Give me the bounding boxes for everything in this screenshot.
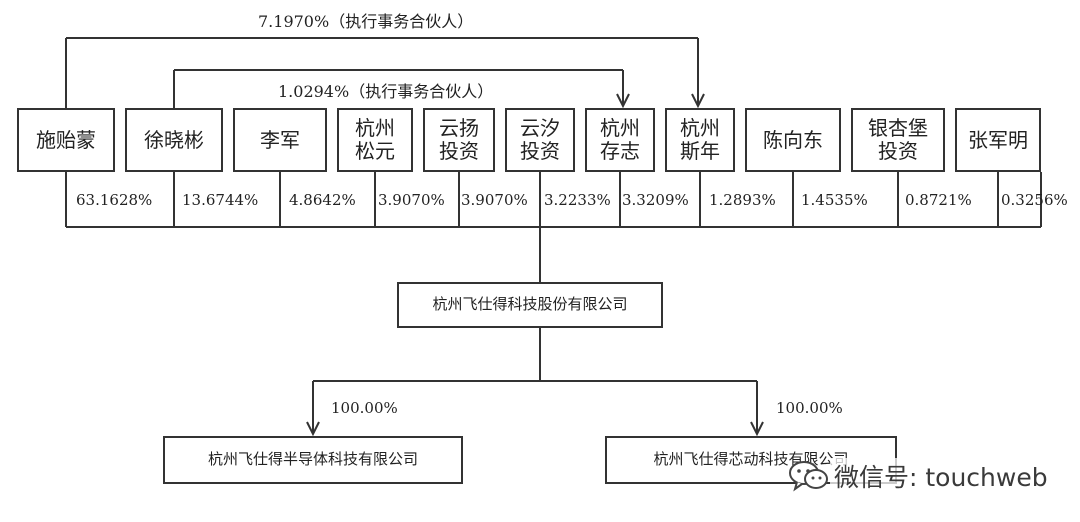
pct-shi: 63.1628% (76, 191, 153, 209)
watermark: 微信号: touchweb (788, 456, 1058, 496)
shareholder-name: 施贻蒙 (36, 127, 96, 152)
company-box[interactable]: 杭州飞仕得科技股份有限公司 (397, 282, 663, 328)
pct-songyuan: 3.9070% (378, 191, 445, 209)
pct-sub1: 100.00% (331, 399, 398, 417)
pct-yunyang: 3.9070% (461, 191, 528, 209)
shareholder-hangzhou-cunzhi[interactable]: 杭州存志 (585, 108, 655, 172)
shareholder-xu-xiaobin[interactable]: 徐晓彬 (125, 108, 223, 172)
shareholder-name: 徐晓彬 (144, 127, 204, 152)
shareholder-name: 银杏堡投资 (868, 116, 928, 163)
pct-li: 4.8642% (289, 191, 356, 209)
shareholder-yunyang-investment[interactable]: 云扬投资 (423, 108, 495, 172)
pct-chen: 1.4535% (801, 191, 868, 209)
subsidiary-box-semiconductor[interactable]: 杭州飞仕得半导体科技有限公司 (163, 436, 463, 484)
shareholder-name: 杭州斯年 (680, 116, 720, 163)
pct-yunxi: 3.2233% (544, 191, 611, 209)
shareholder-zhang-junming[interactable]: 张军明 (955, 108, 1041, 172)
company-name: 杭州飞仕得科技股份有限公司 (432, 295, 628, 314)
shareholder-name: 李军 (260, 127, 300, 152)
shareholder-shi-yimeng[interactable]: 施贻蒙 (17, 108, 115, 172)
shareholder-name: 陈向东 (763, 127, 823, 152)
shareholder-name: 云扬投资 (439, 116, 479, 163)
subsidiary-name: 杭州飞仕得半导体科技有限公司 (207, 450, 418, 469)
connector-lines (65, 37, 1042, 437)
shareholder-li-jun[interactable]: 李军 (233, 108, 327, 172)
pct-sinian: 1.2893% (709, 191, 776, 209)
shareholder-name: 杭州松元 (355, 116, 395, 163)
pct-yinxingbao: 0.8721% (905, 191, 972, 209)
shareholder-hangzhou-sinian[interactable]: 杭州斯年 (665, 108, 735, 172)
pct-zhang: 0.3256% (1001, 191, 1068, 209)
shareholder-name: 杭州存志 (600, 116, 640, 163)
pct-cunzhi: 3.3209% (622, 191, 689, 209)
subsidiary-arrow (750, 421, 764, 437)
shareholder-name: 云汐投资 (520, 116, 560, 163)
partner-link-arrow (691, 93, 705, 109)
shareholder-hangzhou-songyuan[interactable]: 杭州松元 (337, 108, 413, 172)
partner-link-label-cunzhi: 1.0294%（执行事务合伙人） (278, 82, 494, 101)
subsidiary-arrow (306, 421, 320, 437)
pct-xu: 13.6744% (182, 191, 259, 209)
shareholder-chen-xiangdong[interactable]: 陈向东 (745, 108, 841, 172)
partner-link-label-sinian: 7.1970%（执行事务合伙人） (258, 12, 474, 31)
watermark-text: 微信号: touchweb (830, 458, 1052, 494)
pct-sub2: 100.00% (776, 399, 843, 417)
shareholder-yinxingbao-investment[interactable]: 银杏堡投资 (851, 108, 945, 172)
shareholder-yunxi-investment[interactable]: 云汐投资 (505, 108, 575, 172)
wechat-icon (789, 461, 828, 492)
partner-link-arrow (616, 93, 630, 109)
shareholder-name: 张军明 (968, 127, 1028, 152)
